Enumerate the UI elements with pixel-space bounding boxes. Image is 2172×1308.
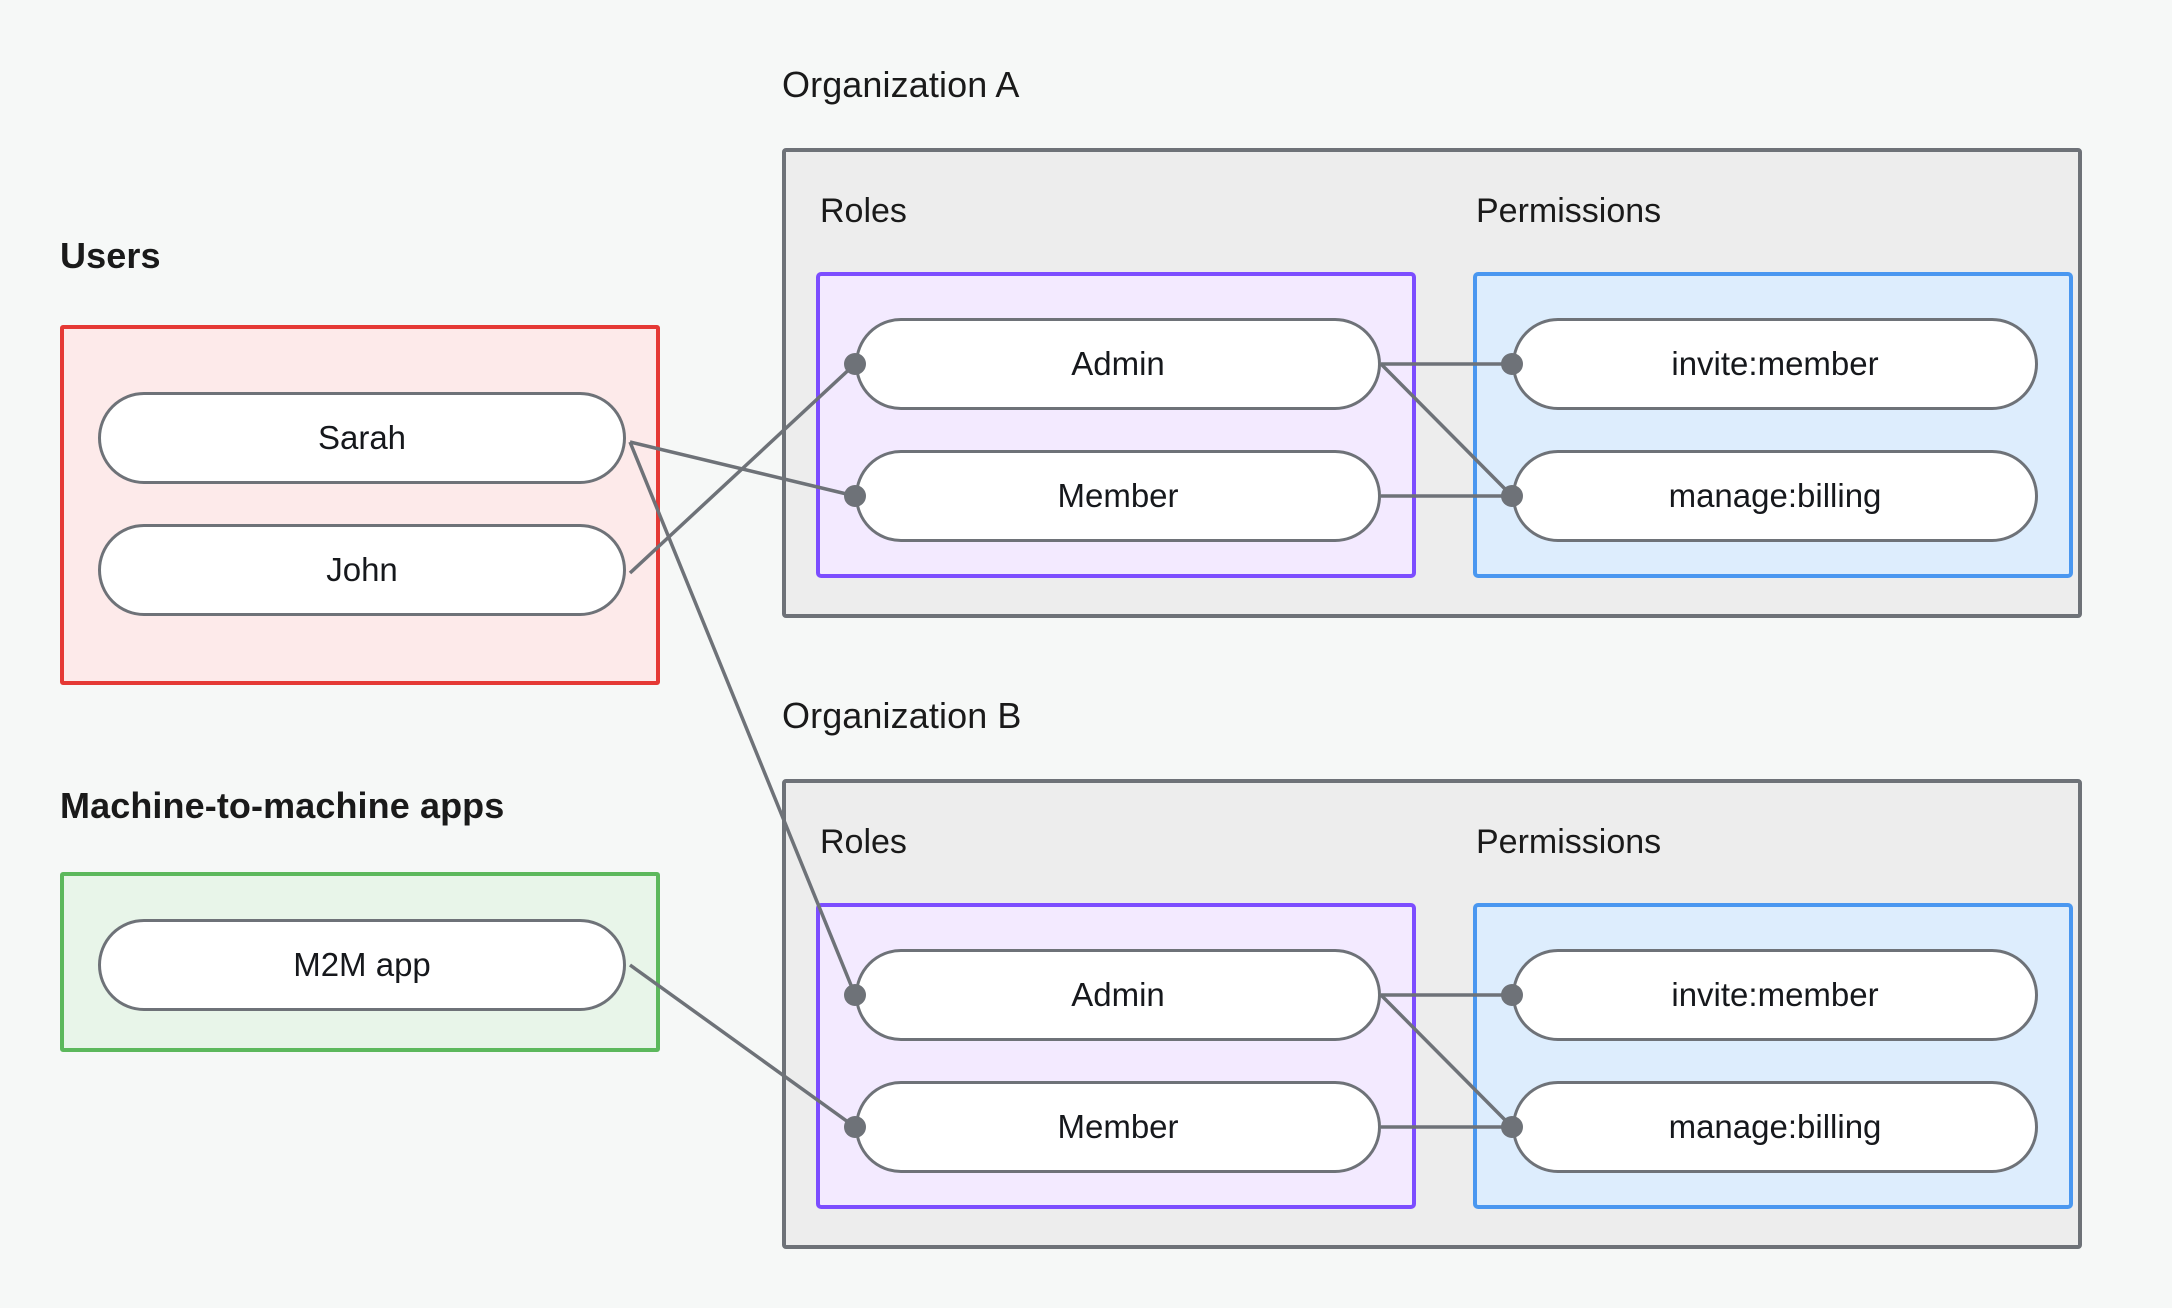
org-b-role-pill-member[interactable]: Member bbox=[855, 1081, 1381, 1173]
users-container bbox=[60, 325, 660, 685]
org-a-roles-label: Roles bbox=[820, 192, 907, 230]
org-a-permission-pill-manage-billing[interactable]: manage:billing bbox=[1512, 450, 2038, 542]
org-a-title: Organization A bbox=[782, 64, 1020, 105]
m2m-section-label: Machine-to-machine apps bbox=[60, 785, 505, 826]
org-b-role-pill-admin[interactable]: Admin bbox=[855, 949, 1381, 1041]
m2m-pill-app[interactable]: M2M app bbox=[98, 919, 626, 1011]
org-b-title: Organization B bbox=[782, 695, 1022, 736]
org-a-role-pill-admin[interactable]: Admin bbox=[855, 318, 1381, 410]
user-pill-john[interactable]: John bbox=[98, 524, 626, 616]
org-a-role-pill-member[interactable]: Member bbox=[855, 450, 1381, 542]
org-b-permissions-label: Permissions bbox=[1476, 823, 1662, 861]
user-pill-sarah[interactable]: Sarah bbox=[98, 392, 626, 484]
org-a-permissions-label: Permissions bbox=[1476, 192, 1662, 230]
org-b-permission-pill-invite-member[interactable]: invite:member bbox=[1512, 949, 2038, 1041]
org-b-roles-label: Roles bbox=[820, 823, 907, 861]
org-a-permission-pill-invite-member[interactable]: invite:member bbox=[1512, 318, 2038, 410]
org-b-permission-pill-manage-billing[interactable]: manage:billing bbox=[1512, 1081, 2038, 1173]
users-section-label: Users bbox=[60, 235, 161, 276]
